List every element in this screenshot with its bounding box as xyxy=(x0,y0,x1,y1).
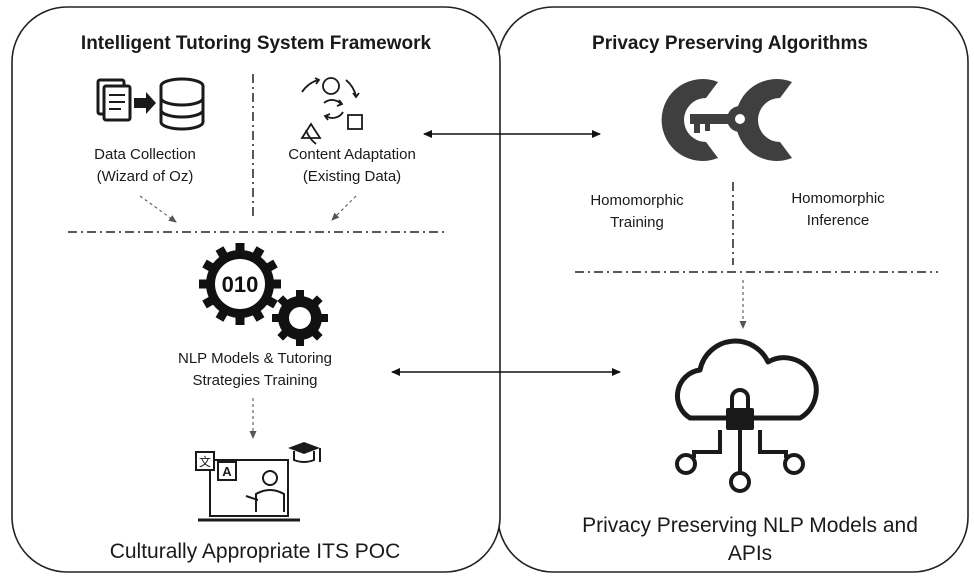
documents-to-database-icon xyxy=(96,77,205,131)
data-collection-line2: (Wizard of Oz) xyxy=(96,168,194,185)
binary-gear-icon: 010 xyxy=(199,243,328,346)
right-panel-title: Privacy Preserving Algorithms xyxy=(592,33,868,54)
content-adaptation-line1: Content Adaptation xyxy=(288,146,416,163)
secure-cloud-network-icon xyxy=(675,338,819,493)
content-adaptation-line2: (Existing Data) xyxy=(302,168,402,185)
nlp-training-line2: Strategies Training xyxy=(192,372,318,389)
svg-text:A: A xyxy=(222,464,232,479)
data-collection-label: Data Collection (Wizard of Oz) xyxy=(60,144,230,188)
homomorphic-inference-line2: Inference xyxy=(806,212,870,229)
nlp-training-label: NLP Models & Tutoring Strategies Trainin… xyxy=(150,348,360,392)
homomorphic-inference-label: Homomorphic Inference xyxy=(768,188,908,232)
privacy-output-line2: APIs xyxy=(727,542,773,565)
homomorphic-training-label: Homomorphic Training xyxy=(567,190,707,234)
privacy-output-line1: Privacy Preserving NLP Models and xyxy=(582,514,918,537)
flow-arrow-data-collection xyxy=(139,195,177,223)
data-collection-line1: Data Collection xyxy=(94,146,196,163)
content-adaptation-label: Content Adaptation (Existing Data) xyxy=(262,144,442,188)
privacy-output-label: Privacy Preserving NLP Models and APIs xyxy=(540,512,960,568)
homomorphic-training-line1: Homomorphic xyxy=(590,192,684,209)
svg-text:文: 文 xyxy=(199,454,211,469)
nlp-training-line1: NLP Models & Tutoring xyxy=(178,350,332,367)
left-panel-title: Intelligent Tutoring System Framework xyxy=(80,33,432,54)
homomorphic-training-line2: Training xyxy=(610,214,664,231)
encryption-key-logo-icon xyxy=(661,79,792,161)
translation-teaching-icon: 文 A xyxy=(195,442,321,522)
adaptation-cycle-icon xyxy=(300,77,363,145)
svg-text:010: 010 xyxy=(222,272,259,297)
homomorphic-inference-line1: Homomorphic xyxy=(791,190,885,207)
poc-label: Culturally Appropriate ITS POC xyxy=(109,540,401,563)
